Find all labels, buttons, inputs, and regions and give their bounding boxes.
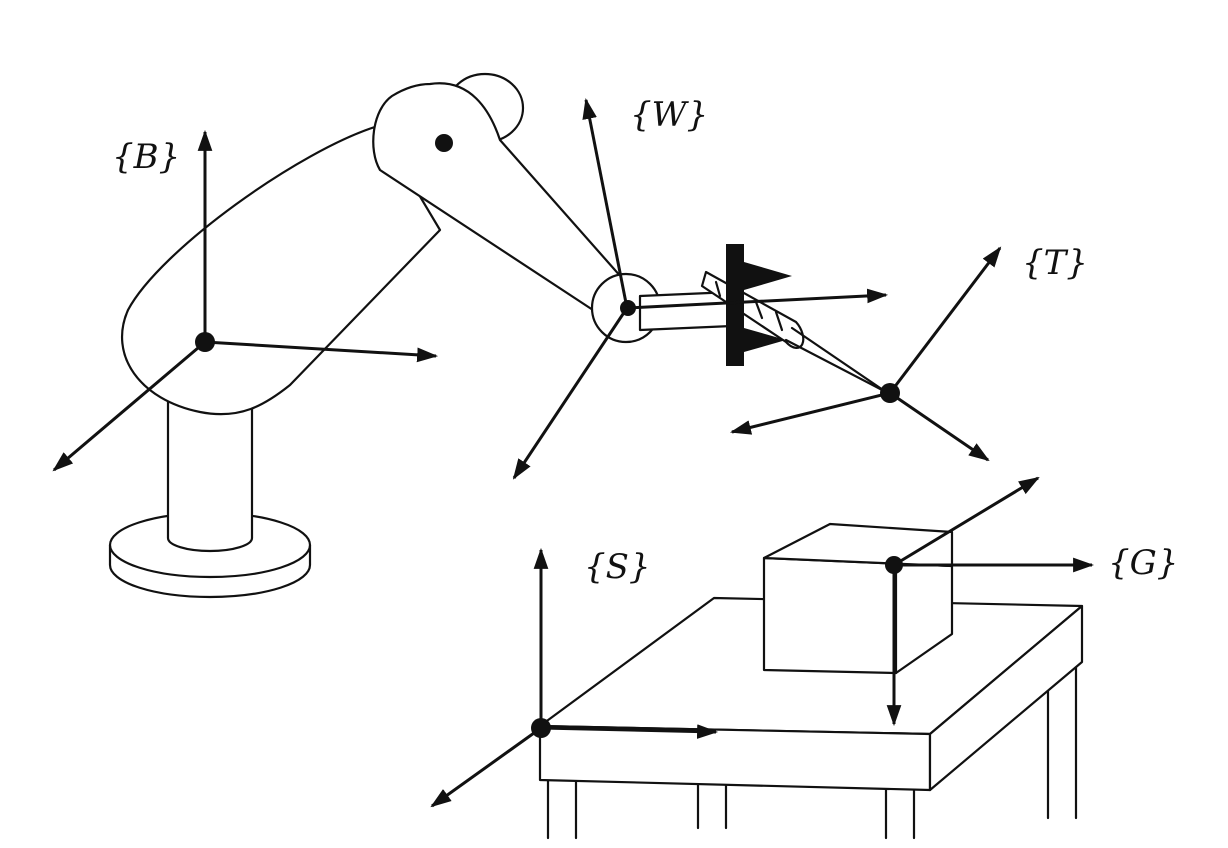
frame-label-G: {G}: [1108, 543, 1179, 583]
frame-T-axes: [729, 246, 1002, 462]
frame-G-axes: [885, 476, 1095, 727]
goal-box: [762, 522, 954, 675]
frame-label-B: {B}: [112, 137, 181, 177]
frame-W-axes: [512, 97, 889, 480]
frame-label-W: {W}: [630, 95, 709, 135]
robot-base: [108, 398, 312, 599]
frame-label-S: {S}: [584, 547, 651, 587]
frame-B-axes: [52, 129, 439, 472]
frame-S-axes: [430, 547, 719, 808]
frame-label-T: {T}: [1022, 243, 1088, 283]
